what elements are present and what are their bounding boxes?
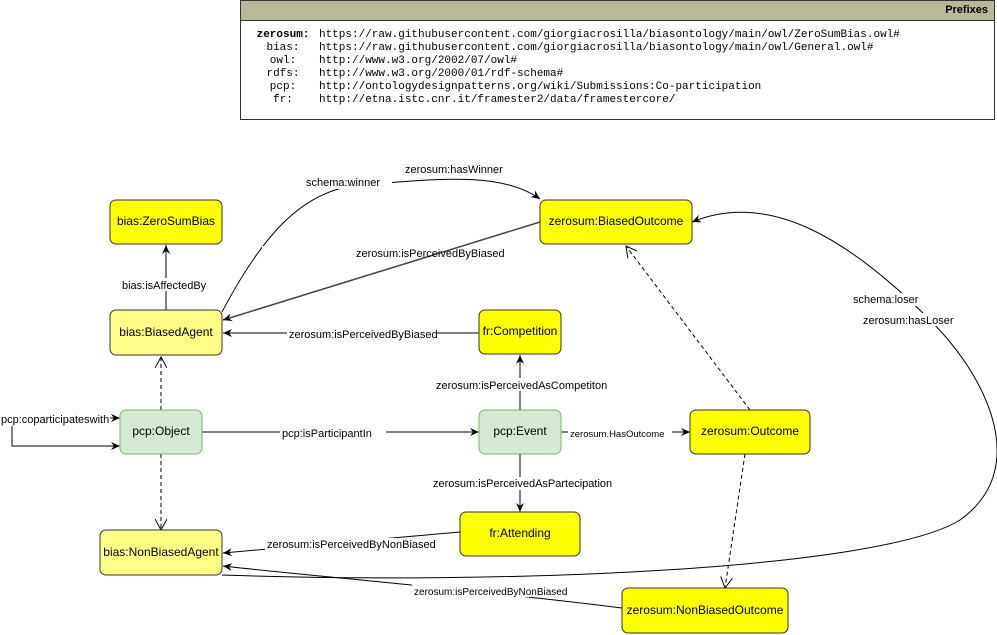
edge-winner [221, 178, 541, 313]
edge-nonbiased-2 [222, 563, 623, 609]
prefix-uri: http://etna.istc.cnr.it/framester2/data/… [319, 94, 676, 106]
svg-text:fr:Competition: fr:Competition [483, 324, 558, 338]
label-perceived-biased-1: zerosum:isPerceivedByBiased [356, 248, 505, 260]
node-nonbiasedoutcome[interactable]: zerosum:NonBiasedOutcome [621, 587, 789, 634]
label-affected: bias:isAffectedBy [122, 280, 207, 292]
node-biasedoutcome[interactable]: zerosum:BiasedOutcome [539, 199, 693, 245]
node-object[interactable]: pcp:Object [119, 409, 203, 455]
node-attending[interactable]: fr:Attending [459, 511, 581, 557]
prefix: fr: [273, 94, 293, 106]
label-coparticipates: pcp:coparticipateswith [1, 414, 109, 426]
svg-text:zerosum:BiasedOutcome: zerosum:BiasedOutcome [549, 214, 684, 228]
edge-loser [221, 211, 997, 579]
label-partecipation: zerosum:isPerceivedAsPartecipation [433, 478, 612, 490]
node-competition[interactable]: fr:Competition [478, 309, 562, 355]
node-biasedagent[interactable]: bias:BiasedAgent [109, 309, 223, 356]
node-outcome[interactable]: zerosum:Outcome [689, 409, 811, 455]
svg-text:bias:NonBiasedAgent: bias:NonBiasedAgent [103, 545, 219, 559]
svg-text:fr:Attending: fr:Attending [489, 526, 550, 540]
prefix: zerosum: [256, 29, 310, 41]
label-hasloser: zerosum:hasLoser [863, 315, 954, 327]
svg-text:zerosum:NonBiasedOutcome: zerosum:NonBiasedOutcome [627, 603, 784, 617]
label-loser: schema:loser [853, 294, 919, 306]
prefix-uri: https://raw.githubusercontent.com/giorgi… [319, 29, 900, 41]
edge-subclass-biasedoutcome [626, 246, 751, 411]
svg-text:zerosum:Outcome: zerosum:Outcome [701, 424, 799, 438]
node-zerosumbias[interactable]: bias:ZeroSumBias [109, 199, 223, 245]
prefix: pcp: [269, 81, 297, 93]
edge-perceived-biased-1 [222, 221, 541, 322]
prefix: owl: [269, 55, 297, 67]
prefix-uri: http://www.w3.org/2000/01/rdf-schema# [319, 68, 564, 80]
label-nonbiased-1: zerosum:isPerceivedByNonBiased [267, 539, 436, 551]
prefix-uri: https://raw.githubusercontent.com/giorgi… [319, 42, 874, 54]
node-event[interactable]: pcp:Event [478, 409, 562, 455]
svg-text:bias:ZeroSumBias: bias:ZeroSumBias [117, 214, 215, 228]
label-haswinner: zerosum:hasWinner [405, 164, 503, 176]
prefix-uri: http://www.w3.org/2002/07/owl# [319, 55, 518, 67]
prefixes-title: Prefixes [241, 1, 994, 21]
prefixes-table: Prefixes zerosum: https://raw.githubuserc… [240, 0, 995, 120]
node-nonbiasedagent[interactable]: bias:NonBiasedAgent [99, 529, 223, 576]
edge-subclass-nonbiasedoutcome [725, 453, 746, 588]
prefix-uri: http://ontologydesignpatterns.org/wiki/S… [319, 81, 762, 93]
svg-text:bias:BiasedAgent: bias:BiasedAgent [119, 325, 213, 339]
prefix: rdfs: [266, 68, 300, 80]
svg-text:pcp:Event: pcp:Event [493, 424, 547, 438]
svg-text:pcp:Object: pcp:Object [132, 424, 190, 438]
label-winner: schema:winner [306, 177, 380, 189]
prefix-row: zerosum: https://raw.githubusercontent.co… [253, 29, 906, 42]
label-nonbiased-2: zerosum:isPerceivedByNonBiased [414, 587, 567, 598]
prefix-row: bias: https://raw.githubusercontent.com/g… [253, 42, 906, 55]
prefix-row: owl: http://www.w3.org/2002/07/owl# [253, 55, 906, 68]
prefix-row: fr: http://etna.istc.cnr.it/framester2/da… [253, 94, 906, 107]
prefix: bias: [266, 42, 300, 54]
label-competiton: zerosum:isPerceivedAsCompetiton [436, 380, 607, 392]
prefix-row: rdfs: http://www.w3.org/2000/01/rdf-schem… [253, 68, 906, 81]
prefix-row: pcp: http://ontologydesignpatterns.org/wi… [253, 81, 906, 94]
label-perceived-biased-2: zerosum:isPerceivedByBiased [289, 329, 438, 341]
label-hasoutcome: zerosum.HasOutcome [570, 429, 665, 440]
label-participant: pcp:isParticipantIn [282, 428, 372, 440]
